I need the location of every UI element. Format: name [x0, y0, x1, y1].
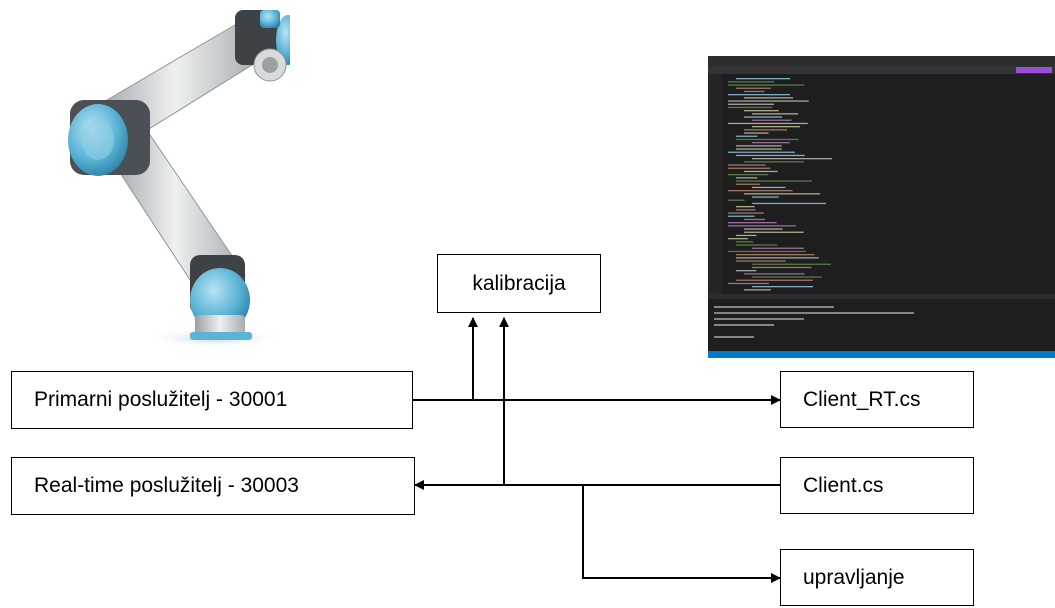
code-line — [736, 180, 813, 182]
code-line — [752, 266, 812, 269]
code-line — [744, 273, 805, 275]
code-line — [744, 97, 794, 99]
arrow-client-to-upravljanje — [582, 485, 781, 583]
code-line — [728, 174, 769, 176]
code-line — [728, 190, 793, 192]
code-line — [728, 250, 806, 253]
code-line — [752, 158, 832, 160]
code-line — [728, 225, 796, 227]
code-line — [744, 129, 788, 131]
code-line — [736, 279, 813, 281]
code-line — [736, 138, 799, 141]
code-line — [744, 132, 769, 134]
code-line — [736, 177, 758, 179]
code-line — [752, 126, 800, 128]
code-line — [744, 193, 820, 195]
code-line — [744, 116, 783, 118]
code-line — [728, 122, 808, 125]
code-line — [736, 244, 778, 246]
code-line — [752, 196, 779, 198]
code-line — [744, 110, 779, 112]
code-line — [752, 186, 786, 189]
code-line — [752, 276, 822, 278]
code-line — [736, 135, 758, 137]
code-line — [728, 84, 805, 86]
code-line — [744, 161, 804, 163]
code-line — [728, 167, 771, 169]
code-line — [728, 215, 755, 217]
code-line — [736, 260, 786, 262]
code-line — [736, 78, 791, 80]
code-line — [728, 106, 773, 109]
code-line — [752, 286, 814, 288]
code-line — [752, 247, 804, 249]
code-line — [736, 254, 815, 256]
code-line — [736, 154, 805, 157]
code-line — [728, 282, 769, 285]
code-line — [728, 164, 766, 166]
node-kalibracija: kalibracija — [437, 254, 601, 313]
node-upravljanje: upravljanje — [780, 549, 974, 606]
code-line — [728, 151, 795, 153]
code-line — [728, 199, 745, 201]
code-line — [736, 183, 760, 185]
code-line — [728, 238, 748, 240]
code-line — [728, 103, 775, 105]
robot-arm-image — [68, 10, 290, 348]
code-line — [736, 206, 755, 208]
code-line — [752, 263, 831, 265]
code-line — [736, 145, 782, 147]
code-line — [736, 87, 771, 89]
code-line — [744, 90, 765, 93]
node-primarni-posluzitelj: Primarni poslužitelj - 30001 — [11, 371, 413, 429]
code-line — [744, 218, 765, 221]
code-line — [736, 148, 782, 150]
code-line — [728, 81, 774, 83]
node-client-rt: Client_RT.cs — [780, 371, 974, 428]
code-line — [736, 257, 819, 259]
code-line — [744, 289, 771, 291]
code-line — [736, 234, 757, 237]
code-line — [744, 170, 778, 173]
code-line — [752, 113, 799, 115]
code-line — [752, 202, 826, 205]
node-client: Client.cs — [780, 457, 974, 514]
code-line — [736, 241, 754, 243]
code-line — [728, 222, 777, 224]
code-line — [728, 94, 790, 96]
code-line — [736, 209, 756, 211]
code-line — [744, 228, 783, 230]
code-line — [728, 212, 764, 214]
code-line — [736, 270, 757, 272]
code-line — [744, 231, 804, 233]
code-line — [728, 100, 809, 102]
code-line — [752, 142, 790, 144]
code-editor-screenshot — [708, 56, 1055, 358]
code-line — [752, 119, 792, 121]
node-realtime-posluzitelj: Real-time poslužitelj - 30003 — [11, 457, 415, 515]
